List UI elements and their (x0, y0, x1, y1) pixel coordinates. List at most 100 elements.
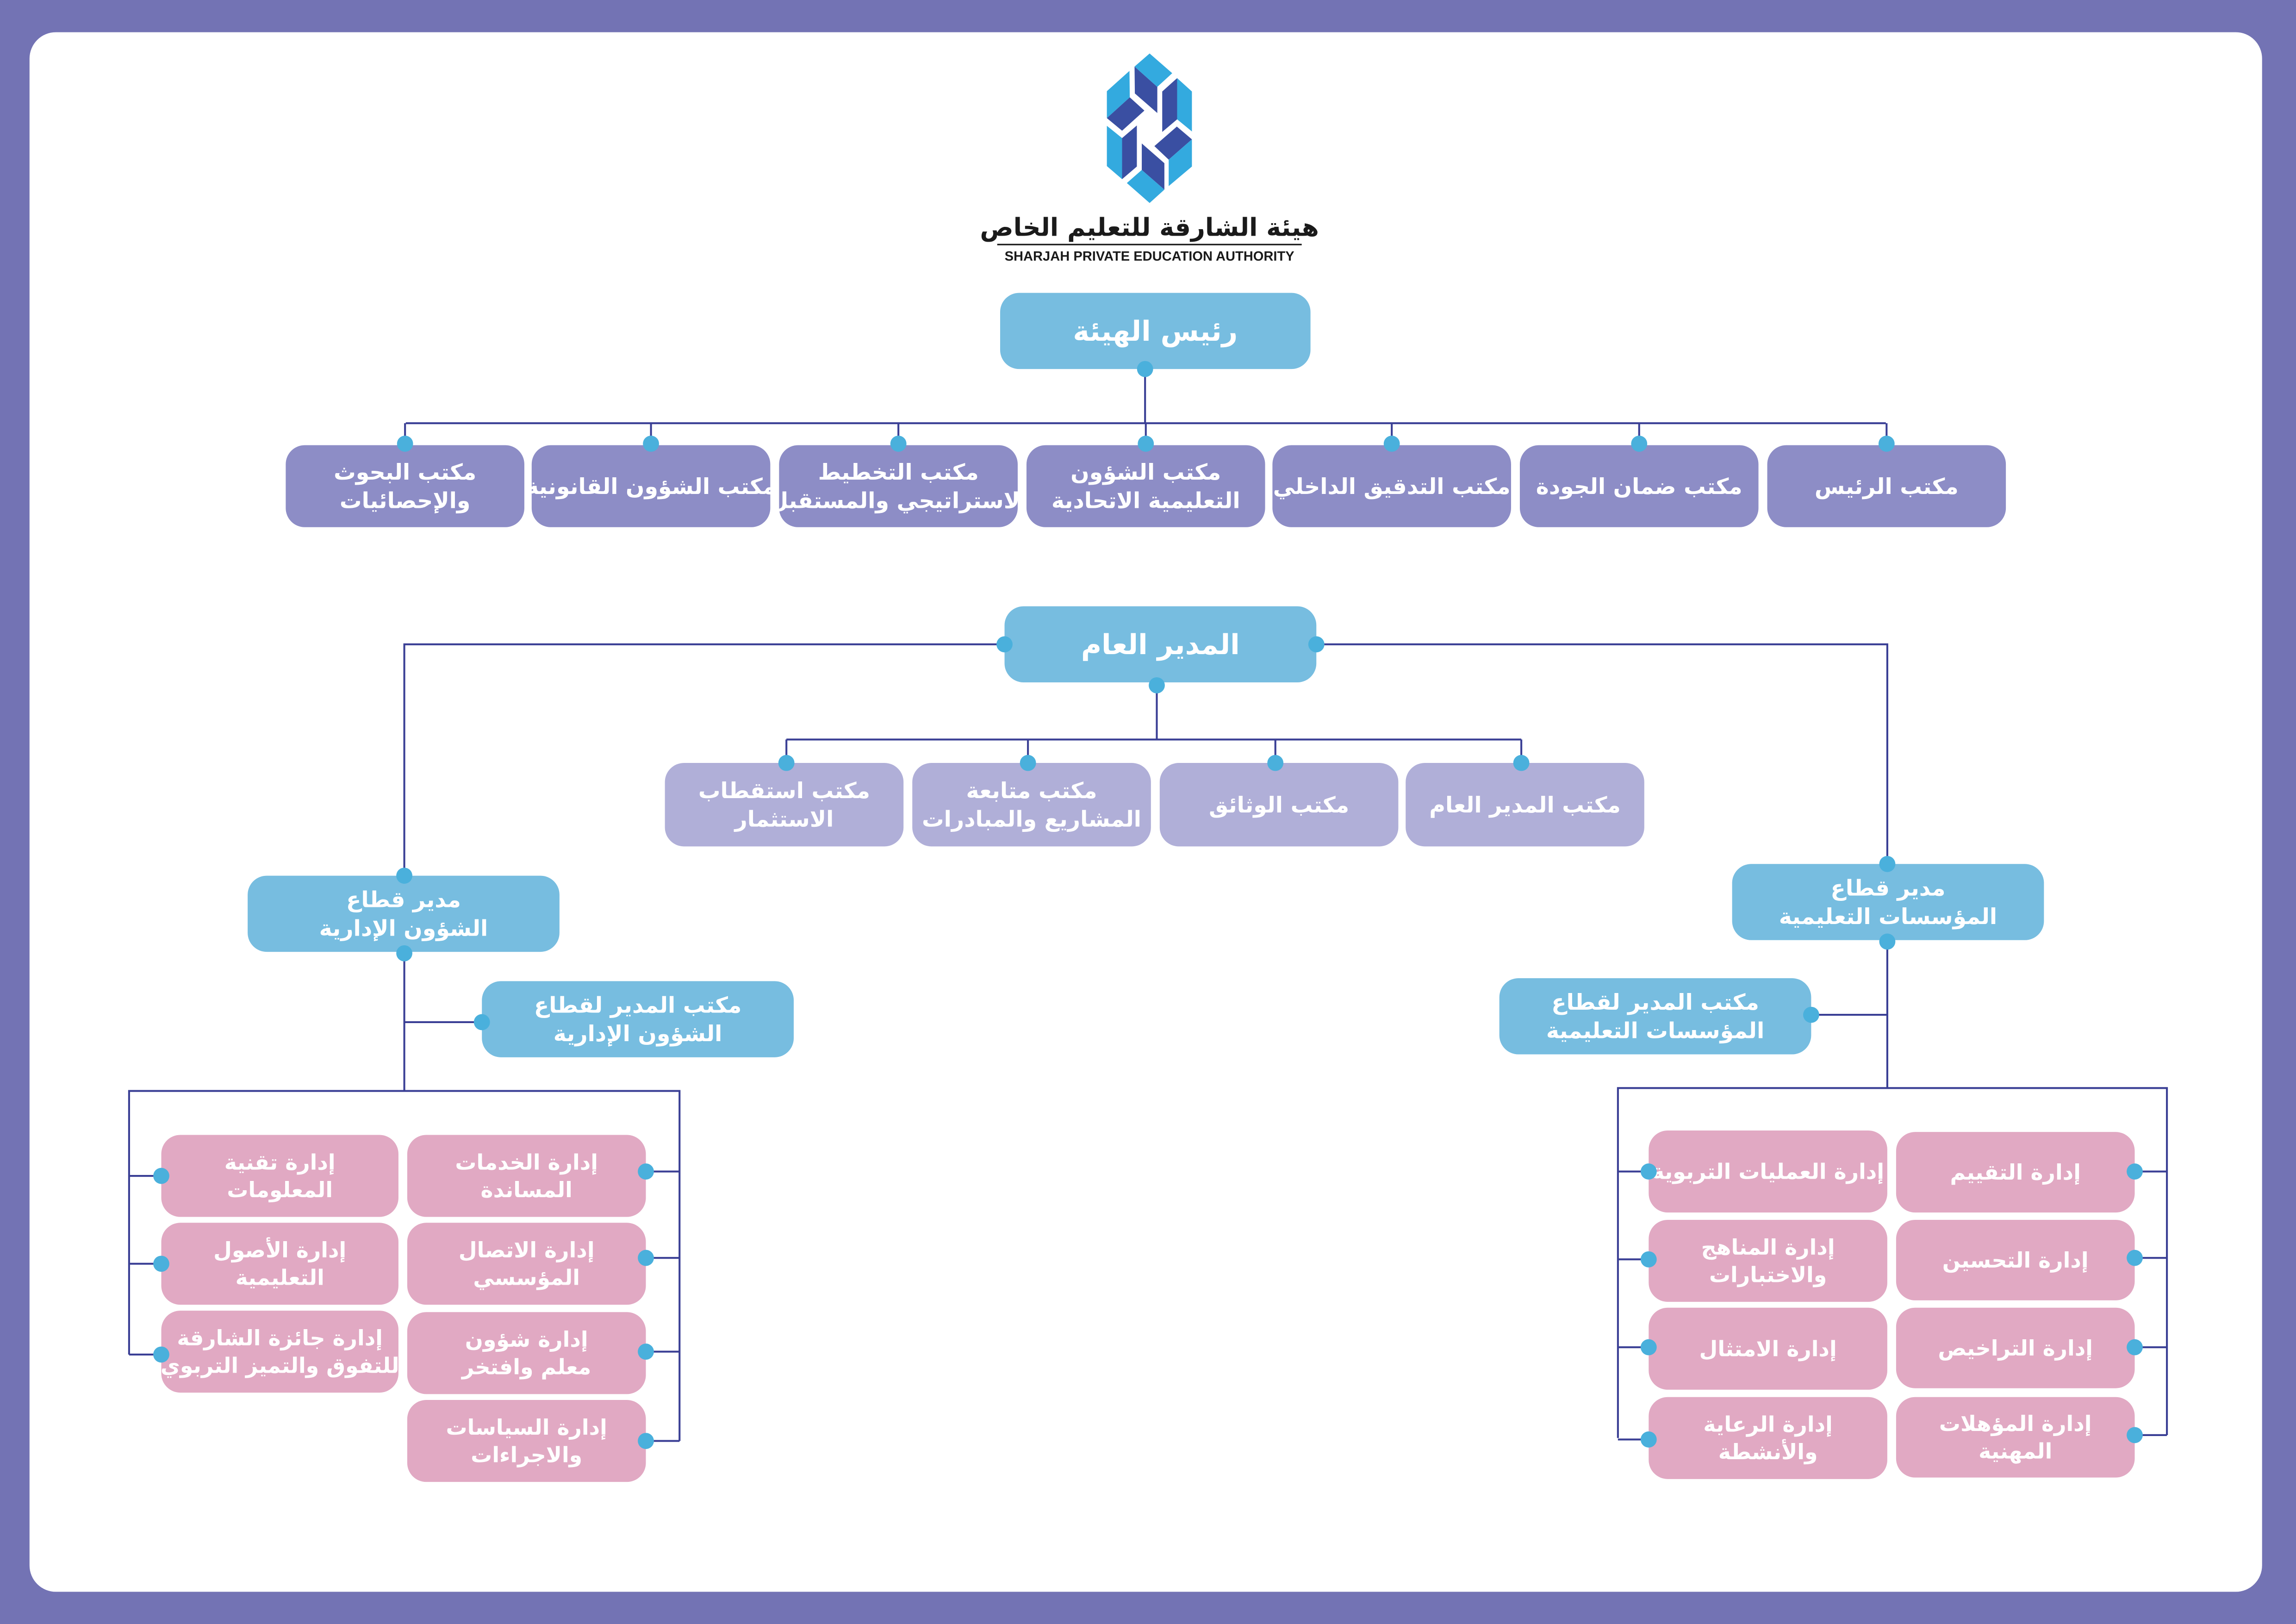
dg-office-box[interactable]: مكتب الوثائق (1159, 763, 1399, 847)
admin-sector-office-box-background (482, 981, 794, 1057)
dg-office-box-label-line: مكتب الوثائق (1209, 793, 1349, 818)
dg-office-box[interactable]: مكتب المدير العام (1406, 763, 1644, 847)
education-department-box-background (1649, 1219, 1887, 1302)
admin-department-box-label-line: إدارة تقنية (224, 1149, 336, 1175)
connector-node-dot (1879, 856, 1896, 872)
logo-arabic-name: هيئة الشارقة للتعليم الخاص (980, 212, 1319, 242)
education-department-box-label-line: إدارة المؤهلات (1939, 1411, 2092, 1437)
connector-node-dot (1020, 755, 1036, 771)
education-department-box-label-line: إدارة المناهج (1701, 1235, 1835, 1260)
connector-line (1316, 643, 1888, 864)
education-department-box-background (1649, 1130, 1887, 1213)
connector-node-dot (397, 436, 413, 452)
chairman-office-box-label-line: مكتب البحوث (334, 460, 476, 485)
education-department-box-label-line: إدارة الامتثال (1699, 1336, 1837, 1362)
admin-department-box-label-line: إدارة شؤون (465, 1327, 588, 1352)
connector-node-dot (890, 436, 907, 452)
education-department-box[interactable]: إدارة التقييم (1896, 1132, 2135, 1213)
education-department-box-label-line: إدارة التحسين (1942, 1248, 2089, 1273)
chairman-office-box[interactable]: مكتب التدقيق الداخلي (1272, 445, 1511, 527)
chairman-office-box-label-line: مكتب التخطيط (818, 460, 979, 485)
connector-node-dot (1878, 436, 1895, 452)
connector-node-dot (1640, 1251, 1657, 1268)
chairman-office-box-background (1272, 445, 1511, 527)
admin-department-box-label-line: والاجراءات (471, 1442, 582, 1467)
connector-node-dot (2127, 1339, 2143, 1355)
chairman-office-box[interactable]: مكتب الشؤون القانونية (526, 445, 776, 527)
dg-office-box-background (1406, 763, 1644, 847)
connector-node-dot (1267, 755, 1284, 771)
connector-node-dot (1631, 436, 1648, 452)
connector-node-dot (1803, 1006, 1819, 1023)
admin-department-box-background (407, 1312, 646, 1394)
chairman-box[interactable]: رئيس الهيئة (1000, 293, 1311, 369)
chairman-box-background (1000, 293, 1311, 369)
admin-department-box-background (161, 1135, 398, 1217)
logo: هيئة الشارقة للتعليم الخاص SHARJAH PRIVA… (980, 53, 1319, 264)
chairman-office-box[interactable]: مكتب ضمان الجودة (1519, 445, 1759, 527)
education-department-box[interactable]: إدارة التحسين (1896, 1219, 2135, 1300)
connector-line (128, 1090, 681, 1441)
education-department-box-background (1896, 1219, 2135, 1300)
education-department-box-label-line: والأنشطة (1718, 1439, 1818, 1464)
connector-node-dot (2127, 1427, 2143, 1443)
connector-node-dot (1640, 1431, 1657, 1448)
connector-node-dot (153, 1346, 169, 1363)
connector-node-dot (778, 755, 795, 771)
connector-node-dot (638, 1343, 654, 1360)
chairman-office-box-label-line: مكتب ضمان الجودة (1536, 474, 1742, 500)
chairman-box-label: رئيس الهيئة (1073, 315, 1238, 348)
education-department-box-background (1896, 1132, 2135, 1213)
admin-department-box-background (161, 1223, 398, 1305)
education-department-box[interactable]: إدارة التراخيص (1896, 1307, 2135, 1388)
education-department-box-label-line: إدارة العمليات التربوية (1652, 1159, 1884, 1185)
connector-node-dot (1879, 933, 1896, 950)
admin-department-box-label-line: إدارة الخدمات (455, 1149, 598, 1175)
admin-department-box-background (161, 1311, 398, 1393)
admin-sector-box-background (248, 875, 560, 952)
chairman-office-box[interactable]: مكتب الرئيس (1767, 445, 2006, 527)
admin-department-box-label-line: إدارة جائزة الشارقة (177, 1325, 383, 1351)
education-department-box-background (1896, 1307, 2135, 1388)
dg-office-box-label-line: مكتب استقطاب (698, 778, 870, 804)
education-sector-office-box-label-line: المؤسسات التعليمية (1546, 1018, 1764, 1044)
chairman-office-box-label-line: مكتب الشؤون (1070, 460, 1221, 485)
admin-department-box-label-line: للتفوق والتميز التربوي (161, 1353, 399, 1378)
education-department-box[interactable]: إدارة العمليات التربوية (1649, 1130, 1887, 1213)
education-department-box-background (1649, 1397, 1887, 1479)
dg-office-box-background (665, 763, 904, 847)
dg-office-box-background (1159, 763, 1399, 847)
admin-department-box-label-line: التعليمية (236, 1265, 324, 1290)
connector-node-dot (1383, 436, 1400, 452)
connector-line (403, 643, 1005, 876)
education-department-box[interactable]: إدارة الامتثال (1649, 1307, 1887, 1390)
admin-department-box-background (407, 1223, 646, 1305)
director-general-box[interactable]: المدير العام (1004, 606, 1317, 683)
education-department-box-background (1649, 1307, 1887, 1390)
connector-node-dot (1149, 677, 1165, 693)
logo-english-name: SHARJAH PRIVATE EDUCATION AUTHORITY (1005, 249, 1294, 264)
chairman-office-box-background (1026, 445, 1265, 527)
connector-node-dot (396, 868, 412, 884)
admin-department-box-label-line: المساندة (481, 1177, 572, 1202)
